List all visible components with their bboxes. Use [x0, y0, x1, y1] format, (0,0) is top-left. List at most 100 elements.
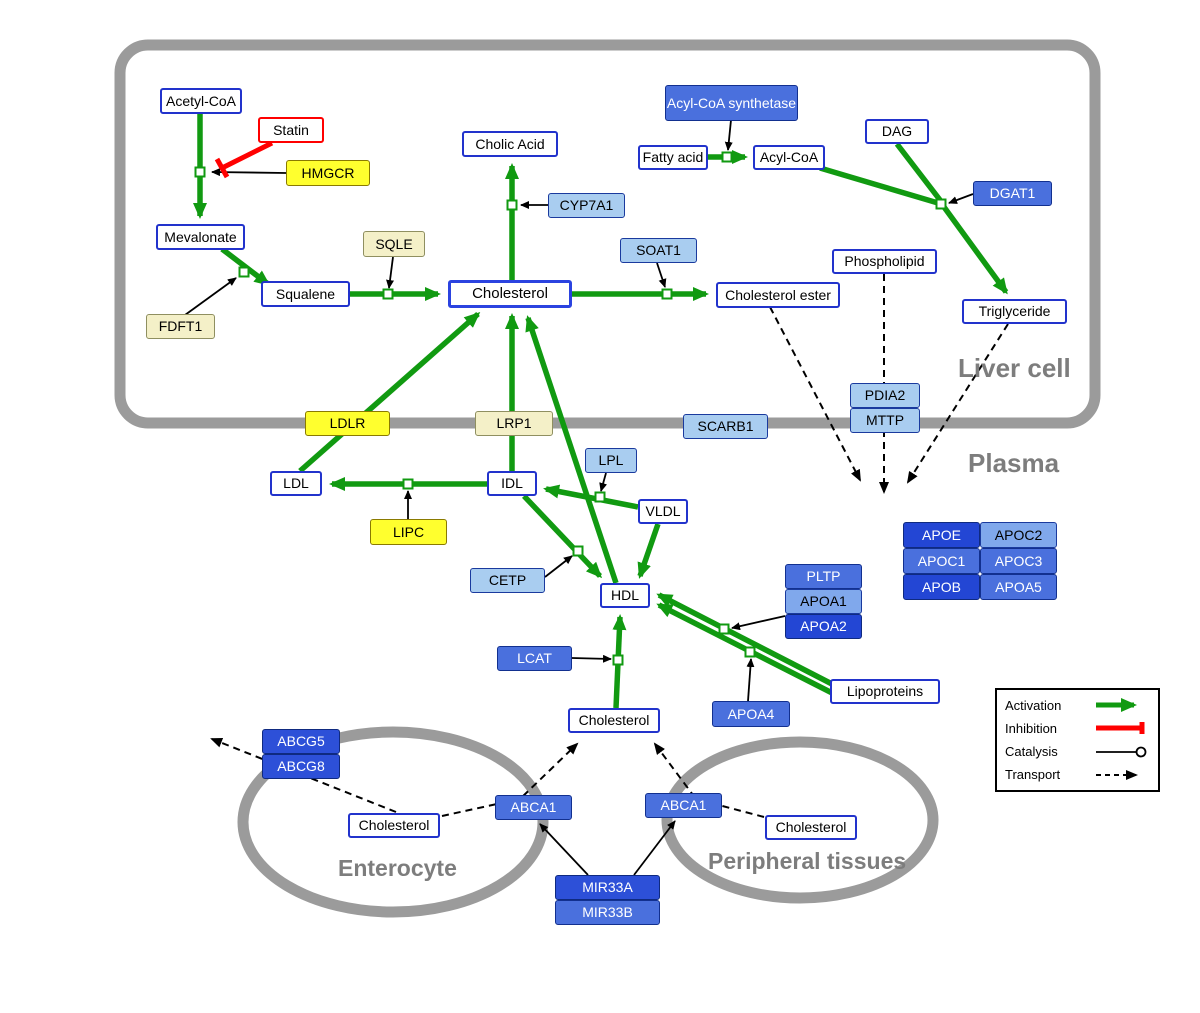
edge-acylcoasynthetase-catalysis	[724, 119, 733, 151]
reaction-node-lpl	[594, 491, 606, 503]
reaction-node-hmgcr	[194, 166, 206, 178]
node-triglyceride[interactable]: Triglyceride	[962, 299, 1067, 324]
node-pdia2[interactable]: PDIA2	[850, 383, 920, 408]
node-apoc1[interactable]: APOC1	[903, 548, 980, 574]
edge-hdl-cholesterol	[525, 315, 619, 584]
node-mevalonate[interactable]: Mevalonate	[156, 224, 245, 250]
node-apoa2[interactable]: APOA2	[785, 614, 862, 639]
node-abca1-peripheral[interactable]: ABCA1	[645, 793, 722, 818]
reaction-node-apoa4	[744, 646, 756, 658]
reaction-node-acs	[721, 151, 733, 163]
node-abcg8[interactable]: ABCG8	[262, 754, 340, 779]
edge-vldl-hdl	[637, 523, 661, 579]
node-squalene[interactable]: Squalene	[261, 281, 350, 307]
legend-inhibition-row: Inhibition	[1005, 718, 1150, 738]
edge-lcat-catalysis	[571, 654, 612, 663]
node-apoa5[interactable]: APOA5	[980, 574, 1057, 600]
node-apoe[interactable]: APOE	[903, 522, 980, 548]
legend-activation-row: Activation	[1005, 695, 1150, 715]
node-soat1[interactable]: SOAT1	[620, 238, 697, 263]
edge-vldl-idl	[543, 484, 639, 510]
activation-arrow-icon	[1096, 698, 1137, 712]
node-cholesterol-peripheral[interactable]: Cholesterol	[765, 815, 857, 840]
node-apoc3[interactable]: APOC3	[980, 548, 1057, 574]
node-fatty-acid[interactable]: Fatty acid	[638, 145, 708, 170]
reaction-node-cetp	[572, 545, 584, 557]
node-apoc2[interactable]: APOC2	[980, 522, 1057, 548]
node-idl[interactable]: IDL	[487, 471, 537, 496]
legend-activation-label: Activation	[1005, 697, 1062, 713]
edge-cetp-catalysis	[544, 555, 573, 578]
node-cetp[interactable]: CETP	[470, 568, 545, 593]
node-scarb1[interactable]: SCARB1	[683, 414, 768, 439]
plasma-label: Plasma	[968, 448, 1060, 478]
node-pltp[interactable]: PLTP	[785, 564, 862, 589]
node-acyl-coa-synthetase[interactable]: Acyl-CoA synthetase	[665, 85, 798, 121]
node-vldl[interactable]: VLDL	[638, 499, 688, 524]
node-mir33b[interactable]: MIR33B	[555, 900, 660, 925]
edge-soat1-catalysis	[656, 262, 667, 288]
node-mir33a[interactable]: MIR33A	[555, 875, 660, 900]
node-cholesterol-liver[interactable]: Cholesterol	[448, 280, 572, 308]
node-cholesterol-enterocyte[interactable]: Cholesterol	[348, 813, 440, 838]
node-cyp7a1[interactable]: CYP7A1	[548, 193, 625, 218]
node-lipc[interactable]: LIPC	[370, 519, 447, 545]
node-lipoproteins[interactable]: Lipoproteins	[830, 679, 940, 704]
reaction-node-soat1	[661, 288, 673, 300]
legend: Activation Inhibition Catalysis Transpor…	[995, 688, 1160, 792]
edge-fdft1-catalysis	[184, 277, 237, 316]
node-apoa1[interactable]: APOA1	[785, 589, 862, 614]
edge-lpl-catalysis	[599, 472, 607, 492]
edge-dgat1-catalysis	[948, 193, 974, 204]
node-sqle[interactable]: SQLE	[363, 231, 425, 257]
reaction-node-lipc	[402, 478, 414, 490]
edge-idl-hdl-via-cetp	[522, 494, 603, 579]
node-dgat1[interactable]: DGAT1	[973, 181, 1052, 206]
node-cholesterol-plasma[interactable]: Cholesterol	[568, 708, 660, 733]
edge-apoa-stack-catalysis	[731, 615, 786, 631]
edge-lipoproteins-hdl-upper	[656, 592, 834, 687]
peripheral-tissues-label: Peripheral tissues	[708, 848, 907, 874]
edge-cholesterolester-transport	[769, 306, 861, 482]
catalysis-circle-icon	[1096, 746, 1147, 758]
node-lpl[interactable]: LPL	[585, 448, 637, 473]
node-acetyl-coa[interactable]: Acetyl-CoA	[160, 88, 242, 114]
node-abca1-enterocyte[interactable]: ABCA1	[495, 795, 572, 820]
legend-catalysis-label: Catalysis	[1005, 744, 1058, 760]
edge-enterocyte-cholesterol-transport	[441, 742, 579, 817]
legend-inhibition-label: Inhibition	[1005, 720, 1058, 736]
node-statin[interactable]: Statin	[258, 117, 324, 143]
edge-node-triglyceride	[941, 205, 1009, 295]
enterocyte-label: Enterocyte	[338, 855, 457, 881]
node-apob[interactable]: APOB	[903, 574, 980, 600]
reaction-node-apoa-upper	[718, 623, 730, 635]
liver-cell-membrane	[114, 39, 1101, 429]
node-ldlr[interactable]: LDLR	[305, 411, 390, 436]
node-acyl-coa[interactable]: Acyl-CoA	[753, 145, 825, 170]
node-ldl[interactable]: LDL	[270, 471, 322, 496]
node-cholic-acid[interactable]: Cholic Acid	[462, 131, 558, 157]
legend-transport-label: Transport	[1005, 767, 1061, 783]
peripheral-tissues-membrane	[661, 736, 939, 904]
edge-statin-inhibition	[222, 140, 274, 170]
reaction-node-fdft1	[238, 266, 250, 278]
node-mttp[interactable]: MTTP	[850, 408, 920, 433]
node-hmgcr[interactable]: HMGCR	[286, 160, 370, 186]
node-lrp1[interactable]: LRP1	[475, 411, 553, 436]
node-fdft1[interactable]: FDFT1	[146, 314, 215, 339]
node-hdl[interactable]: HDL	[600, 583, 650, 608]
node-cholesterol-ester[interactable]: Cholesterol ester	[716, 282, 840, 308]
edge-mir33-abca1-enterocyte	[539, 823, 589, 876]
node-dag[interactable]: DAG	[865, 119, 929, 144]
legend-catalysis-row: Catalysis	[1005, 742, 1150, 762]
legend-transport-row: Transport	[1005, 765, 1150, 785]
edge-mir33-abca1-peripheral	[633, 820, 676, 876]
reaction-node-sqle	[382, 288, 394, 300]
node-abcg5[interactable]: ABCG5	[262, 729, 340, 754]
node-lcat[interactable]: LCAT	[497, 646, 572, 671]
node-phospholipid[interactable]: Phospholipid	[832, 249, 937, 274]
node-apoa4[interactable]: APOA4	[712, 701, 790, 727]
liver-cell-label: Liver cell	[958, 353, 1071, 383]
